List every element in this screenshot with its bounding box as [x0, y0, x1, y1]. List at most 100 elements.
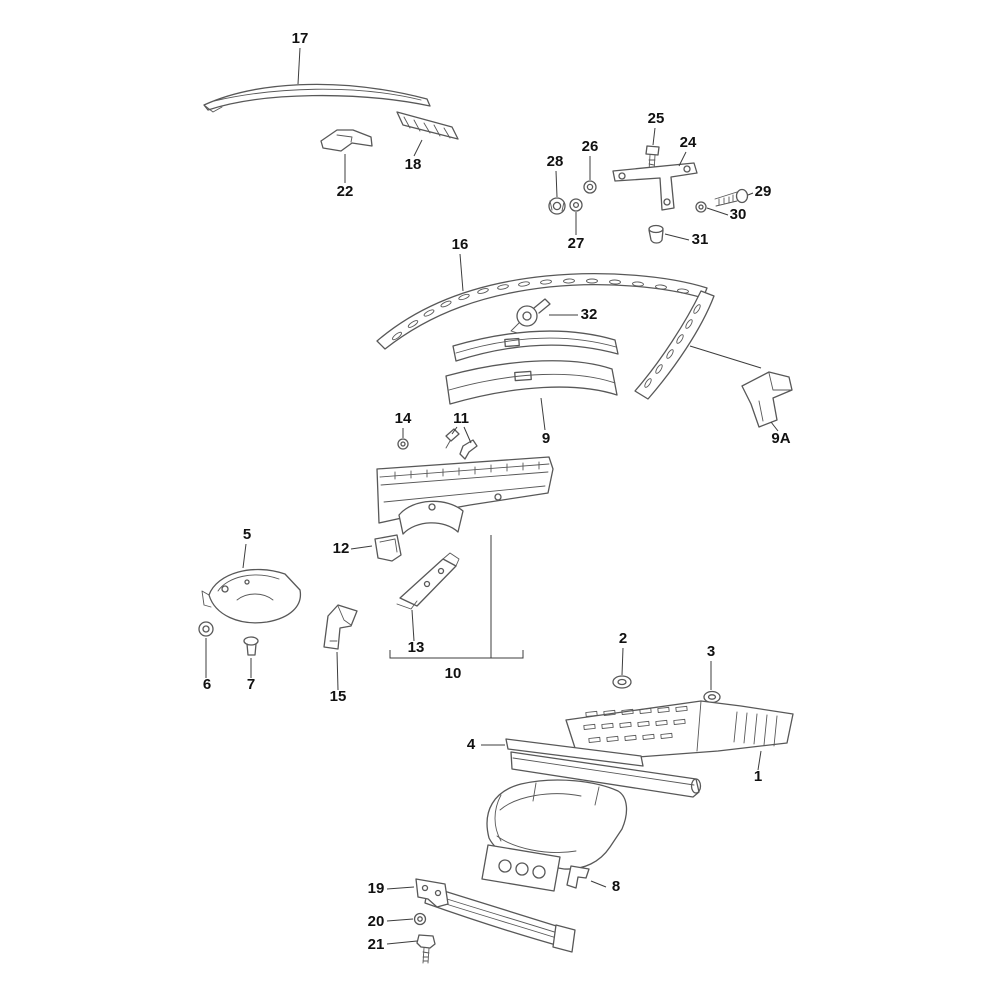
- part-3-plug-drawing: [703, 690, 721, 704]
- callout-12: 12: [333, 540, 373, 557]
- callout-9: 9: [540, 397, 550, 447]
- part-20-washer-drawing: [413, 912, 427, 926]
- callout-14: 14: [395, 410, 412, 438]
- part-9-cowl-panels-drawing: [445, 330, 619, 405]
- leader-line-31: [664, 233, 690, 241]
- callout-20: 20: [368, 913, 414, 930]
- part-5-wheel-housing-drawing: [201, 568, 302, 624]
- part-29-screw-drawing: [714, 188, 749, 207]
- part-label-14: 14: [395, 410, 412, 427]
- leader-line-20: [386, 918, 414, 922]
- callout-21: 21: [368, 936, 418, 953]
- part-28-nut-drawing: [548, 197, 566, 215]
- part-label-3: 3: [707, 643, 715, 660]
- part-22-bracket-drawing: [320, 129, 373, 152]
- rear-crossmember-drawing: [424, 885, 576, 953]
- part-label-9A: 9A: [771, 430, 790, 447]
- part-label-31: 31: [692, 231, 709, 248]
- callout-2: 2: [619, 630, 627, 676]
- part-32-catch-drawing: [510, 298, 551, 335]
- part-30-nut-drawing: [695, 201, 707, 213]
- callout-1: 1: [754, 750, 762, 785]
- part-label-10: 10: [445, 665, 462, 682]
- part-7-plug-drawing: [243, 636, 259, 656]
- part-11-clips-drawing: [445, 428, 478, 460]
- part-label-12: 12: [333, 540, 350, 557]
- part-16-windshield-frame-drawing: [376, 273, 762, 400]
- part-label-5: 5: [243, 526, 251, 543]
- part-1-floor-panel-drawing: [565, 700, 794, 758]
- part-label-22: 22: [337, 183, 354, 200]
- leader-line-21: [386, 940, 418, 945]
- position-line-9A: [689, 345, 762, 369]
- part-label-30: 30: [730, 206, 747, 223]
- part-label-28: 28: [547, 153, 564, 170]
- part-10-crossmember-panel-drawing: [376, 456, 554, 535]
- part-21-bolt-drawing: [416, 934, 436, 964]
- callout-5: 5: [242, 526, 251, 569]
- part-label-29: 29: [755, 183, 772, 200]
- part-19-bracket-drawing: [415, 878, 449, 908]
- leader-line-29: [747, 192, 754, 196]
- part-25-bolt-drawing: [645, 145, 660, 173]
- part-2-plug-drawing: [612, 675, 632, 689]
- part-label-15: 15: [330, 688, 347, 705]
- leader-line-12: [350, 545, 373, 550]
- part-label-19: 19: [368, 880, 385, 897]
- part-31-grommet-drawing: [648, 224, 664, 244]
- leader-line-9: [540, 397, 546, 431]
- part-label-1: 1: [754, 768, 762, 785]
- part-27-washer-drawing: [569, 198, 583, 212]
- part-24-bracket-drawing: [612, 162, 698, 211]
- callout-28: 28: [547, 153, 564, 198]
- callout-13: 13: [408, 609, 425, 656]
- callout-27: 27: [568, 212, 585, 252]
- leader-line-28: [555, 170, 558, 198]
- callout-19: 19: [368, 880, 415, 897]
- callout-7: 7: [247, 658, 255, 693]
- leader-line-19: [386, 886, 415, 890]
- part-label-7: 7: [247, 676, 255, 693]
- part-17-roof-panel-drawing: [203, 83, 431, 113]
- part-label-25: 25: [648, 110, 665, 127]
- part-label-21: 21: [368, 936, 385, 953]
- callout-29: 29: [747, 183, 772, 200]
- part-label-16: 16: [452, 236, 469, 253]
- callout-10: 10: [389, 535, 524, 682]
- part-label-13: 13: [408, 639, 425, 656]
- part-18-rail-drawing: [396, 111, 459, 140]
- callout-22: 22: [337, 154, 354, 200]
- part-label-26: 26: [582, 138, 599, 155]
- part-label-27: 27: [568, 235, 585, 252]
- part-8-bracket-drawing: [566, 865, 590, 889]
- part-label-2: 2: [619, 630, 627, 647]
- leader-line-10: [389, 535, 524, 659]
- callout-16: 16: [452, 236, 469, 292]
- part-12-bracket-drawing: [374, 534, 402, 562]
- part-9A-corner-bracket-drawing: [741, 371, 793, 428]
- callout-15: 15: [330, 651, 347, 705]
- callout-30: 30: [706, 206, 747, 223]
- callout-6: 6: [203, 638, 211, 693]
- part-label-6: 6: [203, 676, 211, 693]
- part-13-support-drawing: [396, 552, 460, 610]
- leader-line-30: [706, 207, 729, 216]
- leader-line-1: [757, 750, 762, 771]
- callout-31: 31: [664, 231, 709, 248]
- leader-line-8: [590, 880, 607, 888]
- callout-24: 24: [678, 134, 697, 167]
- leader-line-17: [297, 47, 301, 85]
- part-label-20: 20: [368, 913, 385, 930]
- part-label-18: 18: [405, 156, 422, 173]
- leader-line-11: [451, 426, 472, 444]
- part-label-24: 24: [680, 134, 697, 151]
- part-label-11: 11: [453, 410, 469, 427]
- part-label-4: 4: [467, 736, 476, 753]
- leader-line-24: [678, 151, 687, 167]
- callout-3: 3: [707, 643, 715, 690]
- part-26-ring-drawing: [583, 180, 597, 194]
- leader-line-25: [652, 127, 656, 146]
- callout-9A: 9A: [770, 421, 791, 447]
